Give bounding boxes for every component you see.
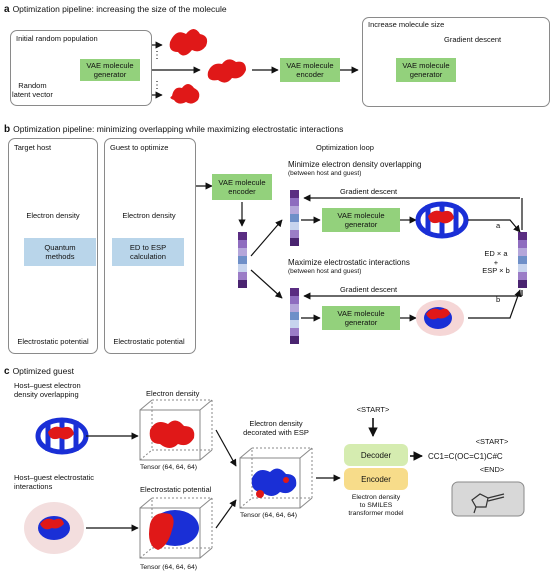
maximize-title: Maximize electrostatic interactions <box>288 258 410 267</box>
vae-generator-b2: VAE molecule generator <box>322 306 400 330</box>
encoder-box: Encoder <box>344 468 408 490</box>
weight-b-label: b <box>496 295 501 304</box>
vae-encoder-a: VAE molecule encoder <box>280 58 340 82</box>
decorated-blob <box>251 468 297 498</box>
electron-density-c: Electron density <box>146 389 200 398</box>
decorated-label: Electron density decorated with ESP <box>243 419 309 437</box>
vae-generator-a2: VAE molecule generator <box>396 58 456 82</box>
end-token-out: <END> <box>479 465 505 474</box>
initial-population-label: Initial random population <box>16 34 98 43</box>
latent-vector-loop-1 <box>290 190 299 246</box>
host-guest-esp-2 <box>416 300 464 336</box>
latent-vector-combine <box>518 232 527 288</box>
esp-blob-c2 <box>149 510 199 550</box>
electrostatic-potential-label-1: Electrostatic potential <box>17 337 89 346</box>
minimize-subtitle: (between host and guest) <box>288 170 362 177</box>
vae-generator-a: VAE molecule generator <box>80 59 140 81</box>
latent-vector-loop-2 <box>290 288 299 344</box>
decoder-box: Decoder <box>344 444 408 466</box>
increase-size-label: Increase molecule size <box>368 20 445 29</box>
host-cage-blue-c <box>35 417 89 455</box>
electron-density-label-2: Electron density <box>122 211 176 220</box>
electrostatic-potential-c: Electrostatic potential <box>140 485 212 494</box>
tensor-label-3: Tensor (64, 64, 64) <box>240 512 298 519</box>
electrostatic-potential-label-2: Electrostatic potential <box>113 337 185 346</box>
combine-formula: ED × a + ESP × b <box>482 249 510 276</box>
tensor-label-1: Tensor (64, 64, 64) <box>140 464 198 471</box>
random-latent-label: Random latent vector <box>12 81 53 99</box>
ellipsis-icon: ⋮ <box>152 50 162 61</box>
vae-generator-b1: VAE molecule generator <box>322 208 400 232</box>
molecule-red-blob-3 <box>170 84 200 104</box>
minimize-title: Minimize electron density overlapping <box>288 160 422 169</box>
molecule-red-c1 <box>149 420 195 448</box>
maximize-subtitle: (between host and guest) <box>288 268 362 275</box>
smiles-output: CC1=C(OC=C1)C#C <box>428 452 503 461</box>
weight-a-label: a <box>496 221 501 230</box>
host-guest-esp-c <box>24 502 84 554</box>
guest-label: Guest to optimize <box>110 143 169 152</box>
host-guest-overlap-1 <box>415 201 469 239</box>
tensor-cube-3 <box>239 447 313 509</box>
ed-to-esp-box: ED to ESP calculation <box>112 238 184 266</box>
tensor-cube-2 <box>139 497 213 559</box>
target-host-label: Target host <box>14 143 52 152</box>
molecule-red-blob-2 <box>207 59 246 83</box>
vae-encoder-b: VAE molecule encoder <box>212 174 272 200</box>
optimization-loop-label: Optimization loop <box>316 143 374 152</box>
start-token-top: <START> <box>356 405 390 414</box>
quantum-methods-box: Quantum methods <box>24 238 96 266</box>
gradient-descent-b1: Gradient descent <box>340 187 398 196</box>
gradient-descent-a: Gradient descent <box>444 35 502 44</box>
overlap-label: Host–guest electron density overlapping <box>14 381 81 399</box>
increase-size-box <box>362 17 550 107</box>
electron-density-label-1: Electron density <box>26 211 80 220</box>
product-structure-icon <box>451 481 525 517</box>
molecule-red-blob-1 <box>169 29 208 56</box>
transformer-caption: Electron density to SMILES transformer m… <box>348 494 404 517</box>
tensor-label-2: Tensor (64, 64, 64) <box>140 564 198 571</box>
gradient-descent-b2: Gradient descent <box>340 285 398 294</box>
electrostatic-label: Host–guest electrostatic interactions <box>14 473 95 491</box>
latent-vector-b <box>238 232 247 288</box>
start-token-out: <START> <box>475 437 509 446</box>
tensor-cube-1 <box>139 399 213 461</box>
svg-text:⋮: ⋮ <box>152 80 162 91</box>
